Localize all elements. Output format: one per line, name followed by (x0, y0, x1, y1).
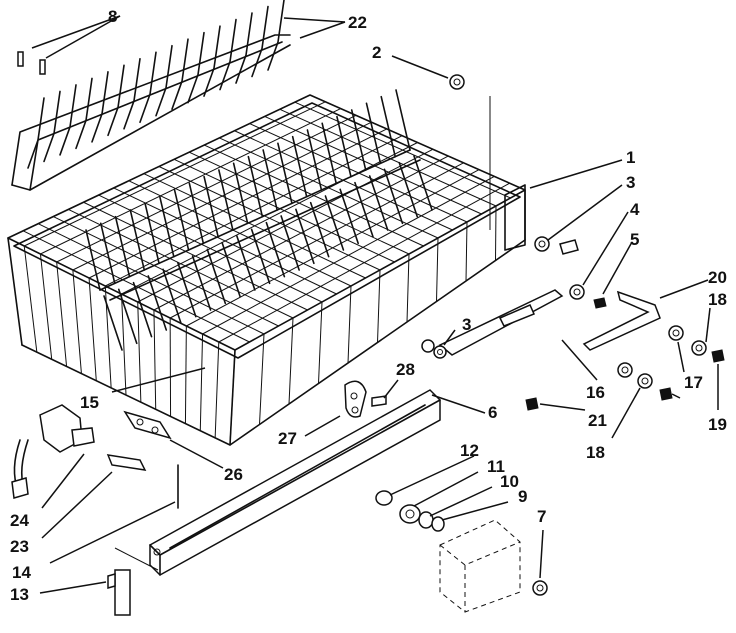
callout-14: 14 (12, 563, 31, 582)
callout-6: 6 (488, 403, 497, 422)
callout-24: 24 (10, 511, 29, 530)
callout-3-lower: 3 (462, 315, 471, 334)
callout-19: 19 (708, 415, 727, 434)
callout-18-upper: 18 (708, 290, 727, 309)
callout-20: 20 (708, 268, 727, 287)
callout-11: 11 (487, 457, 505, 476)
callout-labels: 8 22 2 1 3 4 5 20 18 3 28 17 16 15 6 21 … (10, 7, 727, 604)
left-small-parts (11, 404, 179, 616)
callout-27: 27 (278, 429, 297, 448)
callout-12: 12 (460, 441, 479, 460)
callout-7: 7 (537, 507, 546, 526)
callout-8: 8 (108, 7, 117, 26)
callout-13: 13 (10, 585, 29, 604)
tine-clips (17, 51, 46, 75)
callout-18-lower: 18 (586, 443, 605, 462)
callout-16: 16 (586, 383, 605, 402)
wheel-assembly (375, 490, 548, 613)
callout-5: 5 (630, 230, 639, 249)
callout-23: 23 (10, 537, 29, 556)
callout-21: 21 (588, 411, 607, 430)
callout-17: 17 (684, 373, 703, 392)
callout-10: 10 (500, 472, 519, 491)
dish-rack-basket (7, 89, 526, 446)
callout-15: 15 (80, 393, 99, 412)
callout-22: 22 (348, 13, 367, 32)
right-hardware (344, 74, 725, 418)
callout-28: 28 (396, 360, 415, 379)
leader-lines (31, 15, 719, 594)
track-rail (149, 389, 441, 576)
callout-1: 1 (626, 148, 635, 167)
callout-2: 2 (372, 43, 381, 62)
callout-26: 26 (224, 465, 243, 484)
callout-4: 4 (630, 200, 640, 219)
tine-row-assembly (11, 0, 291, 191)
callout-3-upper: 3 (626, 173, 635, 192)
callout-9: 9 (518, 487, 527, 506)
